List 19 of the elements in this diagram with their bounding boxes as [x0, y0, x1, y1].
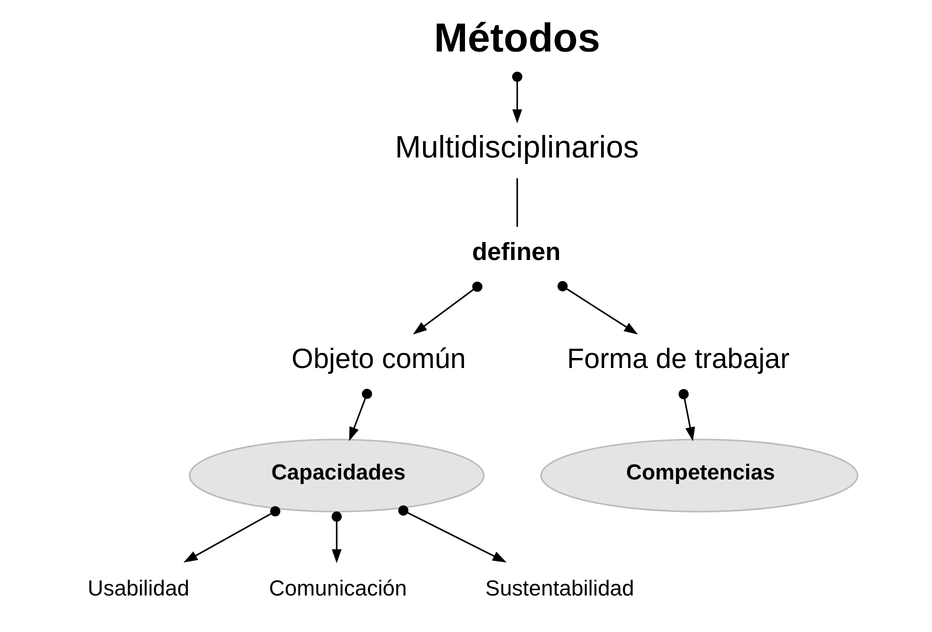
arrow — [678, 388, 694, 442]
node-text: Objeto común — [291, 343, 466, 374]
node-text: Sustentabilidad — [484, 575, 634, 600]
node-text: Comunicación — [268, 575, 406, 600]
node-ellipse: Capacidades — [188, 438, 484, 512]
node-text: definen — [472, 238, 560, 266]
arrow — [183, 506, 280, 562]
arrow — [348, 388, 372, 442]
node-text: Usabilidad — [87, 575, 189, 600]
arrow — [512, 72, 522, 124]
connector — [516, 178, 518, 227]
arrow — [412, 282, 482, 334]
node-ellipse: Competencias — [540, 438, 858, 512]
arrow — [331, 511, 342, 564]
arrow — [556, 281, 638, 335]
arrow — [398, 505, 506, 562]
node-text: Multidisciplinarios — [394, 130, 638, 165]
node-text: Métodos — [433, 14, 600, 60]
node-text: Forma de trabajar — [566, 343, 790, 374]
